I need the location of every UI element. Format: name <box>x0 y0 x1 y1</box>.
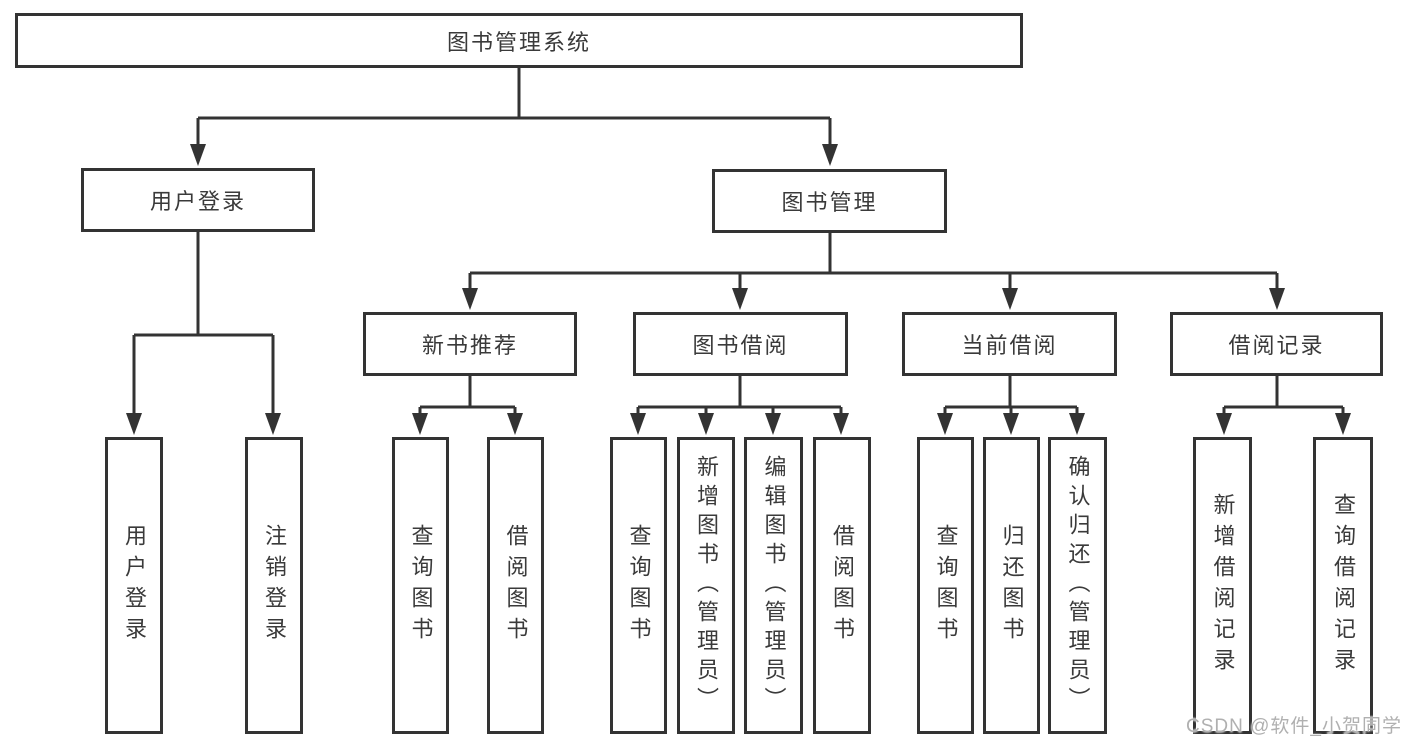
leaf-user-login: 用户登录 <box>105 437 163 734</box>
watermark: CSDN @软件_小贺同学 <box>1186 716 1402 737</box>
leaf-borrow-books-2: 借阅图书 <box>813 437 871 734</box>
leaf-label: 查询图书 <box>408 523 434 648</box>
node-current-borrowing: 当前借阅 <box>902 312 1117 376</box>
leaf-return-book: 归还图书 <box>983 437 1040 734</box>
leaf-label: 注销登录 <box>262 523 287 648</box>
node-book-borrowing: 图书借阅 <box>633 312 848 376</box>
node-book-management: 图书管理 <box>712 169 947 233</box>
node-user-login: 用户登录 <box>81 168 315 232</box>
leaf-label: 新增图书（管理员） <box>694 455 719 716</box>
node-borrowing-records: 借阅记录 <box>1170 312 1383 376</box>
leaf-logout: 注销登录 <box>245 437 303 734</box>
leaf-label: 编辑图书（管理员） <box>761 455 787 716</box>
leaf-edit-book-admin: 编辑图书（管理员） <box>744 437 803 734</box>
leaf-query-books-2: 查询图书 <box>610 437 667 734</box>
leaf-label: 借阅图书 <box>503 523 529 648</box>
leaf-query-books-1: 查询图书 <box>392 437 449 734</box>
leaf-borrow-books-1: 借阅图书 <box>487 437 544 734</box>
node-library-management-system: 图书管理系统 <box>15 13 1023 68</box>
leaf-label: 确认归还（管理员） <box>1065 455 1091 716</box>
leaf-label: 查询图书 <box>933 523 959 648</box>
leaf-add-borrow-record: 新增借阅记录 <box>1193 437 1252 734</box>
arrowheads <box>126 144 1351 435</box>
node-new-book-recommendation: 新书推荐 <box>363 312 577 376</box>
leaf-label: 查询借阅记录 <box>1331 492 1356 679</box>
leaf-label: 用户登录 <box>122 523 147 648</box>
leaf-label: 新增借阅记录 <box>1210 492 1236 679</box>
leaf-label: 归还图书 <box>999 523 1025 648</box>
leaf-label: 借阅图书 <box>830 523 855 648</box>
leaf-query-borrow-record: 查询借阅记录 <box>1313 437 1373 734</box>
leaf-add-book-admin: 新增图书（管理员） <box>677 437 735 734</box>
leaf-confirm-return-admin: 确认归还（管理员） <box>1048 437 1107 734</box>
leaf-query-books-3: 查询图书 <box>917 437 974 734</box>
leaf-label: 查询图书 <box>626 523 652 648</box>
